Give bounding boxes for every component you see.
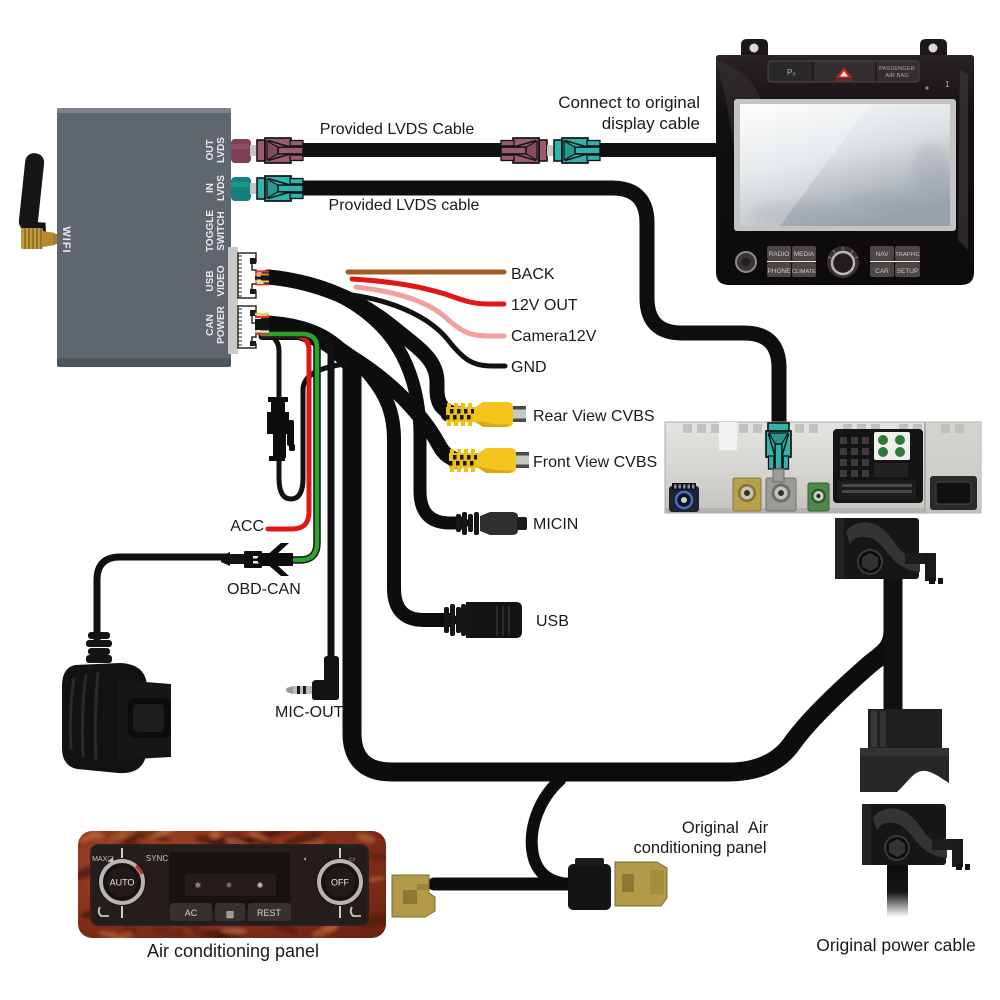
svg-text:POWER: POWER: [216, 305, 227, 344]
svg-text:SWITCH: SWITCH: [216, 211, 227, 250]
svg-text:Camera12V: Camera12V: [511, 328, 597, 345]
svg-text:OFF: OFF: [331, 878, 349, 888]
svg-text:MAX◪: MAX◪: [92, 856, 114, 863]
svg-text:conditioning panel: conditioning panel: [633, 839, 766, 857]
svg-text:NAV: NAV: [876, 251, 890, 258]
svg-text:CAR: CAR: [875, 268, 889, 275]
svg-text:OUT: OUT: [205, 139, 216, 160]
svg-text:AUTO: AUTO: [110, 878, 135, 888]
svg-text:LVDS: LVDS: [216, 137, 227, 163]
svg-text:SETUP: SETUP: [897, 268, 919, 275]
svg-text:TOGGLE: TOGGLE: [205, 210, 216, 252]
svg-text:TRAFFIC: TRAFFIC: [895, 252, 919, 258]
svg-text:PASSENGER: PASSENGER: [879, 66, 915, 72]
svg-text:✺: ✺: [257, 881, 264, 890]
svg-text:OBD-CAN: OBD-CAN: [227, 581, 301, 598]
svg-text:GND: GND: [511, 359, 547, 376]
svg-text:Front View CVBS: Front View CVBS: [533, 454, 657, 471]
svg-text:MICIN: MICIN: [533, 516, 578, 533]
svg-text:Rear View CVBS: Rear View CVBS: [533, 408, 655, 425]
svg-text:MIC-OUT: MIC-OUT: [275, 704, 344, 721]
svg-text:MEDIA: MEDIA: [794, 251, 815, 258]
svg-text:▭: ▭: [349, 856, 356, 863]
svg-text:AC: AC: [185, 908, 198, 918]
svg-text:CLIMATE: CLIMATE: [792, 269, 816, 275]
svg-text:display cable: display cable: [602, 114, 700, 133]
svg-text:CAN: CAN: [205, 314, 216, 336]
svg-text:REST: REST: [257, 908, 282, 918]
svg-text:❄: ❄: [195, 881, 202, 890]
svg-text:P₀: P₀: [787, 68, 796, 77]
svg-text:USB: USB: [205, 270, 216, 291]
svg-text:LVDS: LVDS: [216, 175, 227, 201]
svg-text:RADIO: RADIO: [769, 251, 790, 258]
svg-text:Original power cable: Original power cable: [816, 935, 976, 955]
svg-text:Connect to original: Connect to original: [558, 93, 700, 112]
svg-text:BACK: BACK: [511, 266, 555, 283]
svg-text:USB: USB: [536, 613, 569, 630]
svg-text:▩: ▩: [226, 909, 235, 919]
svg-text:IN: IN: [205, 183, 216, 193]
svg-text:1: 1: [945, 80, 950, 89]
svg-text:Original Air: Original Air: [682, 819, 769, 837]
svg-text:PHONE: PHONE: [767, 268, 791, 275]
svg-text:Provided LVDS Cable: Provided LVDS Cable: [320, 121, 475, 138]
svg-text:ACC: ACC: [230, 518, 264, 535]
svg-text:12V OUT: 12V OUT: [511, 297, 578, 314]
svg-text:Provided LVDS cable: Provided LVDS cable: [329, 197, 480, 214]
svg-text:◖: ◖: [303, 856, 307, 863]
svg-text:SYNC: SYNC: [146, 854, 168, 863]
svg-text:AIR BAG: AIR BAG: [885, 73, 909, 79]
svg-text:Air conditioning panel: Air conditioning panel: [147, 941, 319, 961]
svg-text:VIDEO: VIDEO: [216, 265, 227, 296]
svg-text:WIFI: WIFI: [60, 226, 72, 253]
